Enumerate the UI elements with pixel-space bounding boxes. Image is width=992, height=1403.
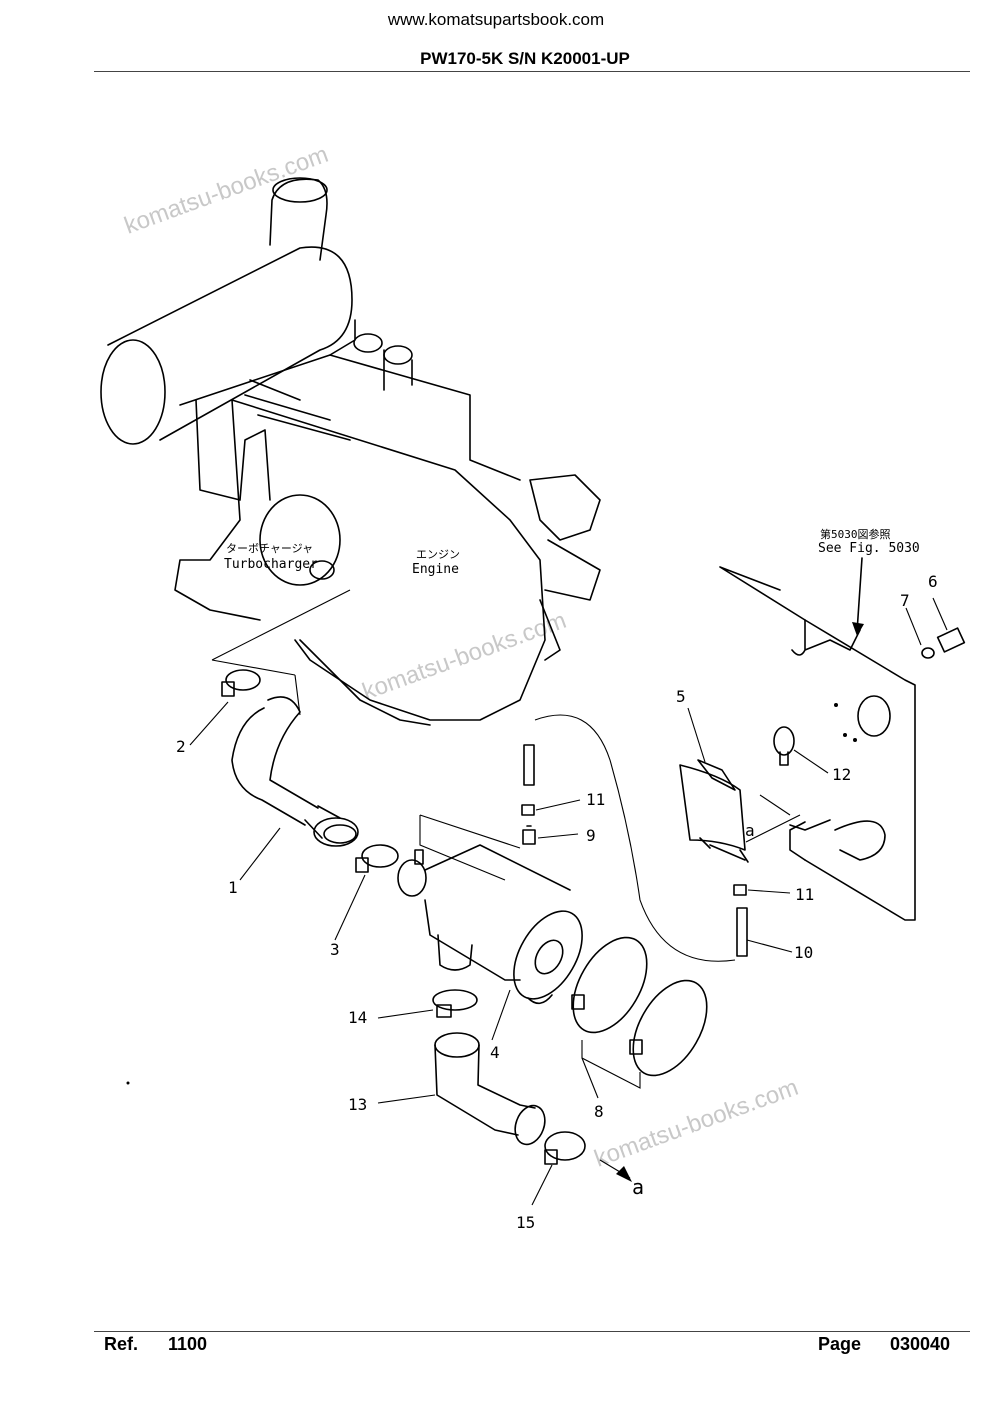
leader-lines xyxy=(126,597,948,1206)
callout-9: 9 xyxy=(586,826,596,845)
header-url[interactable]: www.komatsupartsbook.com xyxy=(387,10,605,29)
elbow-part-13 xyxy=(434,1032,546,1146)
page-title: PW170-5K S/N K20001-UP xyxy=(420,49,630,68)
bolt-part-6 xyxy=(936,627,966,653)
indicator-part-12 xyxy=(773,726,795,766)
clamp-part-14 xyxy=(432,989,478,1018)
clamp-part-15 xyxy=(544,1131,586,1165)
frame-bracket xyxy=(719,557,916,921)
footer-divider xyxy=(94,1331,970,1332)
header-divider xyxy=(94,71,970,72)
svg-text:a: a xyxy=(745,821,755,840)
callout-4: 4 xyxy=(490,1043,500,1062)
callout-13: 13 xyxy=(348,1095,367,1114)
engine-drawing xyxy=(100,177,601,726)
callout-11: 11 xyxy=(795,885,814,904)
callout-12: 12 xyxy=(832,765,851,784)
callout-5: 5 xyxy=(676,687,686,706)
turbo-jp-label: ターボチャージャ xyxy=(226,542,313,555)
page-number: 030040 xyxy=(890,1334,951,1354)
callout-1: 1 xyxy=(228,878,238,897)
engine-label: Engine xyxy=(412,562,459,577)
callout-10: 10 xyxy=(794,943,813,962)
air-cleaner-part-4 xyxy=(397,814,583,1005)
clamp-part-3 xyxy=(355,844,399,873)
callout-7: 7 xyxy=(900,591,910,610)
callout-2: 2 xyxy=(176,737,186,756)
callout-11: 11 xyxy=(586,790,605,809)
callout-8: 8 xyxy=(594,1102,604,1121)
callout-6: 6 xyxy=(928,572,938,591)
page-label: Page xyxy=(818,1334,862,1354)
ref-value: 1100 xyxy=(168,1334,208,1354)
ref-label: Ref. xyxy=(104,1334,139,1354)
engine-jp-label: エンジン xyxy=(416,548,460,561)
air-cleaner-bracket: a xyxy=(679,759,801,863)
washer-part-7 xyxy=(921,647,935,659)
hose-part-1 xyxy=(231,696,359,847)
watermark-text: komatsu-books.com xyxy=(591,1074,802,1173)
watermark-text: komatsu-books.com xyxy=(121,141,332,240)
clamp-part-11 xyxy=(521,804,747,896)
clamp-part-8 xyxy=(571,936,708,1089)
hose-part-10 xyxy=(523,714,748,962)
callout-14: 14 xyxy=(348,1008,367,1027)
turbo-label: Turbocharger xyxy=(224,557,318,572)
clamp-part-2 xyxy=(221,669,261,697)
callout-15: 15 xyxy=(516,1213,535,1232)
callout-3: 3 xyxy=(330,940,340,959)
reference-a: a xyxy=(632,1175,644,1199)
see-fig-label: See Fig. 5030 xyxy=(818,541,920,556)
fitting-part-9 xyxy=(522,825,536,845)
see-fig-jp-label: 第5030図参照 xyxy=(820,527,891,541)
